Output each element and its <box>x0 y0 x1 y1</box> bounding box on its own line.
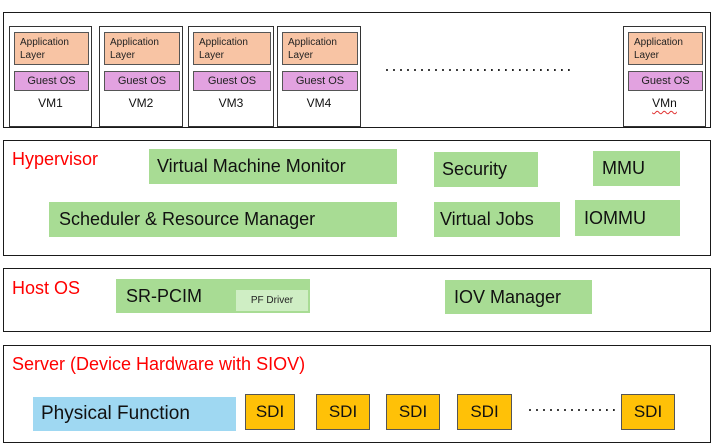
scheduler-block: Scheduler & Resource Manager <box>49 202 397 237</box>
vm-label: VM3 <box>218 96 244 110</box>
virtual-jobs-block: Virtual Jobs <box>434 202 560 237</box>
vm-box-n: Application Layer Guest OS VMn <box>623 26 706 127</box>
physical-function-block: Physical Function <box>33 397 236 431</box>
vmm-block: Virtual Machine Monitor <box>149 149 397 184</box>
guest-os: Guest OS <box>282 71 358 91</box>
sdi-block: SDI <box>457 394 512 430</box>
guest-os: Guest OS <box>14 71 89 91</box>
guest-os: Guest OS <box>628 71 703 91</box>
layer-title: Hypervisor <box>12 149 99 169</box>
vm-box-1: Application Layer Guest OS VM1 <box>9 26 92 127</box>
application-layer: Application Layer <box>628 32 703 65</box>
vm-box-4: Application Layer Guest OS VM4 <box>277 26 361 127</box>
layer-title: Host OS <box>12 278 81 298</box>
vm-label: VM4 <box>306 96 332 110</box>
sdi-block: SDI <box>316 394 370 430</box>
iommu-block: IOMMU <box>575 200 680 236</box>
vm-label-text: VMn <box>652 96 677 110</box>
vm-label: VM1 <box>38 96 63 110</box>
vm-ellipsis: ··························· <box>384 59 573 79</box>
sdi-block: SDI <box>621 394 675 430</box>
application-layer: Application Layer <box>14 32 89 65</box>
guest-os: Guest OS <box>193 71 271 91</box>
iov-manager-block: IOV Manager <box>445 280 592 314</box>
guest-os: Guest OS <box>104 71 180 91</box>
mmu-block: MMU <box>593 151 680 186</box>
sdi-ellipsis: ············· <box>527 399 618 419</box>
vm-box-3: Application Layer Guest OS VM3 <box>188 26 274 127</box>
sdi-block: SDI <box>245 394 295 430</box>
application-layer: Application Layer <box>282 32 358 65</box>
vm-label: VM2 <box>128 96 154 110</box>
host-os-layer: Host OS SR-PCIM PF Driver IOV Manager <box>3 268 711 332</box>
vm-layer: Application Layer Guest OS VM1 Applicati… <box>3 12 711 128</box>
pf-driver-block: PF Driver <box>236 290 308 311</box>
sdi-block: SDI <box>386 394 440 430</box>
vm-box-2: Application Layer Guest OS VM2 <box>99 26 183 127</box>
security-block: Security <box>434 152 538 187</box>
application-layer: Application Layer <box>104 32 180 65</box>
application-layer: Application Layer <box>193 32 271 65</box>
vm-label: VMn <box>624 96 705 110</box>
sr-pcim-label: SR-PCIM <box>126 285 202 306</box>
hypervisor-layer: Hypervisor Virtual Machine Monitor Secur… <box>3 140 711 256</box>
layer-title: Server (Device Hardware with SIOV) <box>12 354 306 374</box>
